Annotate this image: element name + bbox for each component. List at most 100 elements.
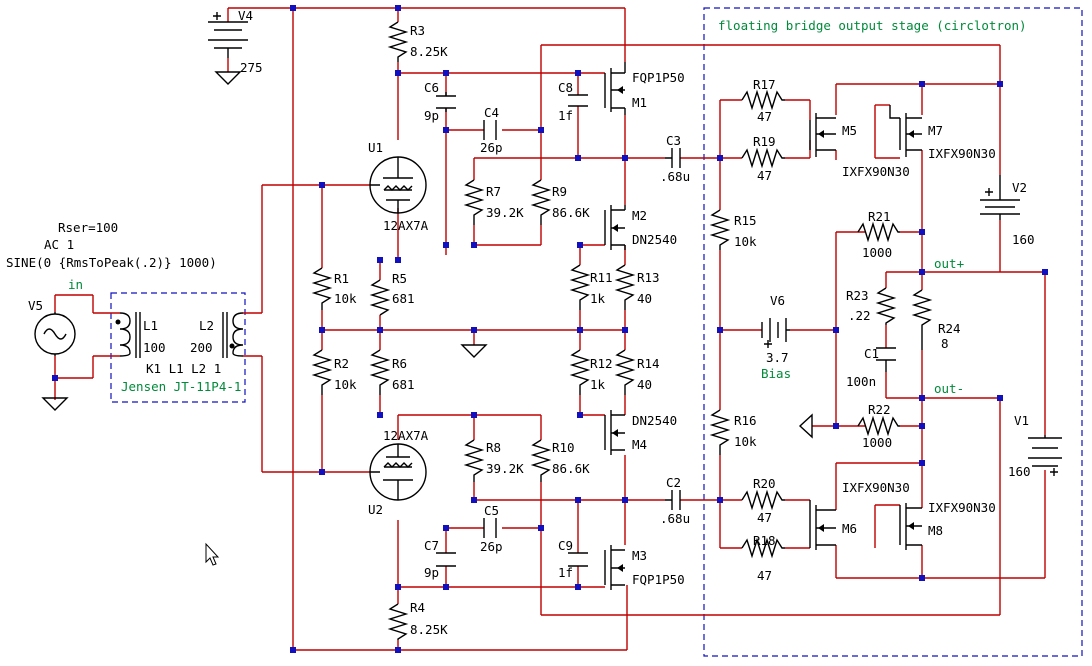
mosfet-m4 xyxy=(604,410,625,455)
m8-label: M8 xyxy=(928,523,943,538)
tube-u1 xyxy=(369,156,427,214)
resistor-r14 xyxy=(614,349,636,395)
capacitor-c7 xyxy=(436,552,456,567)
mosfet-m5 xyxy=(809,113,836,157)
r1-value: 10k xyxy=(334,291,357,306)
r8-label: R8 xyxy=(486,440,501,455)
capacitor-c1 xyxy=(876,347,896,372)
m5-label: M5 xyxy=(842,123,857,138)
c8-value: 1f xyxy=(558,108,573,123)
m1-label: M1 xyxy=(632,95,647,110)
mosfet-m7 xyxy=(889,105,922,157)
r11-label: R11 xyxy=(590,270,613,285)
r13-label: R13 xyxy=(637,270,660,285)
output-stage-title: floating bridge output stage (circlotron… xyxy=(718,18,1027,33)
resistor-r24 xyxy=(911,289,933,350)
c1-value: 100n xyxy=(846,374,876,389)
ground-symbol xyxy=(460,344,488,358)
r9-value: 86.6K xyxy=(552,205,590,220)
resistor-r22 xyxy=(857,415,900,437)
r12-value: 1k xyxy=(590,377,606,392)
r17-value: 47 xyxy=(757,109,772,124)
mosfet-m6 xyxy=(809,500,836,550)
in-net-label: in xyxy=(68,277,83,292)
r20-label: R20 xyxy=(753,476,776,491)
ac-directive: AC 1 xyxy=(44,237,74,252)
resistor-r10 xyxy=(530,439,552,482)
r2-value: 10k xyxy=(334,377,357,392)
r2-label: R2 xyxy=(334,356,349,371)
c3-value: .68u xyxy=(660,169,690,184)
r22-label: R22 xyxy=(868,402,891,417)
resistor-r17 xyxy=(741,89,785,111)
resistor-r9 xyxy=(530,179,552,225)
r11-value: 1k xyxy=(590,291,606,306)
mosfet-m8 xyxy=(899,503,922,550)
c2-value: .68u xyxy=(660,511,690,526)
resistor-r2 xyxy=(311,349,333,395)
r4-value: 8.25K xyxy=(410,622,448,637)
tube-u2 xyxy=(369,443,427,501)
sine-directive: SINE(0 {RmsToPeak(.2)} 1000) xyxy=(6,255,217,270)
ac-source-v5 xyxy=(34,312,76,356)
c6-value: 9p xyxy=(424,108,439,123)
out-minus-label: out- xyxy=(934,381,964,396)
v6-label: V6 xyxy=(770,293,785,308)
r3-label: R3 xyxy=(410,23,425,38)
ground-symbol xyxy=(214,71,242,85)
capacitor-c3 xyxy=(665,148,681,168)
r19-value: 47 xyxy=(757,168,772,183)
m3-label: M3 xyxy=(632,548,647,563)
c6-label: C6 xyxy=(424,80,439,95)
r12-label: R12 xyxy=(590,356,613,371)
v2-value: 160 xyxy=(1012,232,1035,247)
resistor-r15 xyxy=(709,209,731,250)
resistor-r1 xyxy=(311,267,333,310)
resistor-r4 xyxy=(387,603,409,640)
v1-label: V1 xyxy=(1014,413,1029,428)
r6-label: R6 xyxy=(392,356,407,371)
battery-v4 xyxy=(208,12,248,58)
v6-value: 3.7 xyxy=(766,350,789,365)
c7-label: C7 xyxy=(424,538,439,553)
l2-label: L2 xyxy=(199,318,214,333)
r24-value: 8 xyxy=(941,336,949,351)
v4-label: V4 xyxy=(238,8,253,23)
resistor-r11 xyxy=(569,264,591,310)
c5-label: C5 xyxy=(484,503,499,518)
m7-label: M7 xyxy=(928,123,943,138)
c4-value: 26p xyxy=(480,140,503,155)
mouse-cursor-icon xyxy=(205,542,220,566)
ground-symbol xyxy=(798,413,813,439)
resistor-r6 xyxy=(369,349,391,395)
r18-label: R18 xyxy=(753,533,776,548)
capacitor-c2 xyxy=(665,490,681,510)
resistor-r20 xyxy=(741,489,785,511)
r7-label: R7 xyxy=(486,184,501,199)
c9-label: C9 xyxy=(558,538,573,553)
resistor-r8 xyxy=(463,439,485,482)
u1-value: 12AX7A xyxy=(383,218,429,233)
r21-label: R21 xyxy=(868,209,891,224)
junctions xyxy=(52,5,1048,653)
ground-symbol xyxy=(41,397,69,411)
r15-label: R15 xyxy=(734,213,757,228)
resistor-r18 xyxy=(741,537,785,559)
wires xyxy=(54,7,1046,651)
mosfet-m2 xyxy=(604,205,626,250)
v5-label: V5 xyxy=(28,298,43,313)
v4-value: 275 xyxy=(240,60,263,75)
r16-value: 10k xyxy=(734,434,757,449)
c5-value: 26p xyxy=(480,539,503,554)
r14-value: 40 xyxy=(637,377,652,392)
v6-note: Bias xyxy=(761,366,791,381)
l1-label: L1 xyxy=(143,318,158,333)
r22-value: 1000 xyxy=(862,435,892,450)
jensen-label: Jensen JT-11P4-1 xyxy=(121,379,241,394)
c1-label: C1 xyxy=(864,346,879,361)
r23-label: R23 xyxy=(846,288,869,303)
resistor-r23 xyxy=(875,287,897,325)
capacitor-c4 xyxy=(483,120,497,140)
r17-label: R17 xyxy=(753,77,776,92)
